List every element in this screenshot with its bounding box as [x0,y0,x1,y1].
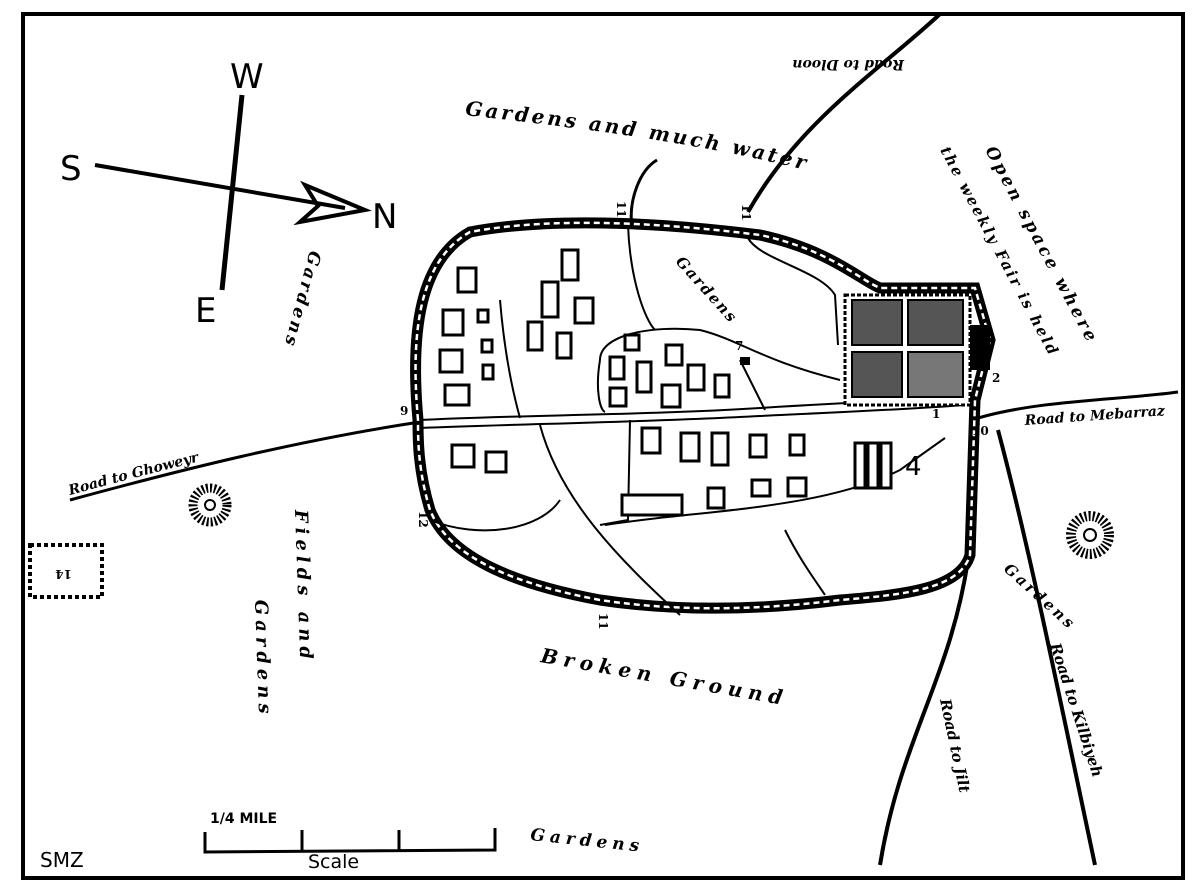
label-fields-gardens: Gardens [250,599,275,718]
road-jilt [878,559,970,866]
road-label-ghoweyr: Road to Ghoweyr [66,449,202,499]
compass-north: N [372,197,397,237]
road-mebarraz [977,390,1179,420]
label-gardens-west: Gardens [279,249,324,351]
road-label-mebarraz: Road to Mebarraz [1023,403,1166,429]
houses [438,248,893,517]
marker-11: 11 [614,201,628,218]
compass-ew-line [219,94,245,291]
stream [629,158,658,229]
scale-bar: 1/4 MILE Scale [203,811,497,873]
compass-south: S [60,149,82,189]
mound-east [1066,511,1114,559]
label-fields: Fields and [290,508,316,664]
map-frame [21,12,1185,880]
compass-arrow-icon [293,180,372,226]
marker-7: 7 [735,339,743,353]
label-gardens-water: Gardens and much water [464,96,811,175]
marker-11: 11 [596,613,610,630]
label-gardens-south: Gardens [529,825,645,857]
citadel [843,293,990,407]
road-ghoweyr [69,420,421,502]
scale-label: Scale [308,851,359,873]
marker-1: 1 [932,407,940,421]
compass-east: E [195,291,216,331]
label-broken-ground: Broken Ground [538,643,790,710]
marker-11: 11 [739,204,753,221]
mound-west [188,483,232,527]
marker-14: 14 [55,567,72,581]
road-kilbiyeh [996,429,1097,866]
label-gardens-east: Gardens [1000,560,1080,634]
compass-west: W [230,57,264,97]
marker-12: 12 [416,511,430,528]
scale-unit: 1/4 MILE [210,811,277,827]
marker-10: 10 [972,424,989,438]
marker-4: 4 [905,452,922,482]
marker-9: 9 [400,404,408,418]
road-dloon [746,12,942,213]
compass-sn-line [94,163,346,210]
compass-rose: W S N E [60,57,397,331]
enclosure-14: 14 [28,543,104,599]
road-label-dloon: Road to Dloon [792,56,905,72]
road-label-kilbiyeh: Road to Kilbiyeh [1046,640,1107,780]
marker-2: 2 [992,371,1000,385]
roads [69,12,1179,866]
road-label-jilt: Road to Jilt [936,696,974,794]
signature: SMZ [40,848,84,872]
